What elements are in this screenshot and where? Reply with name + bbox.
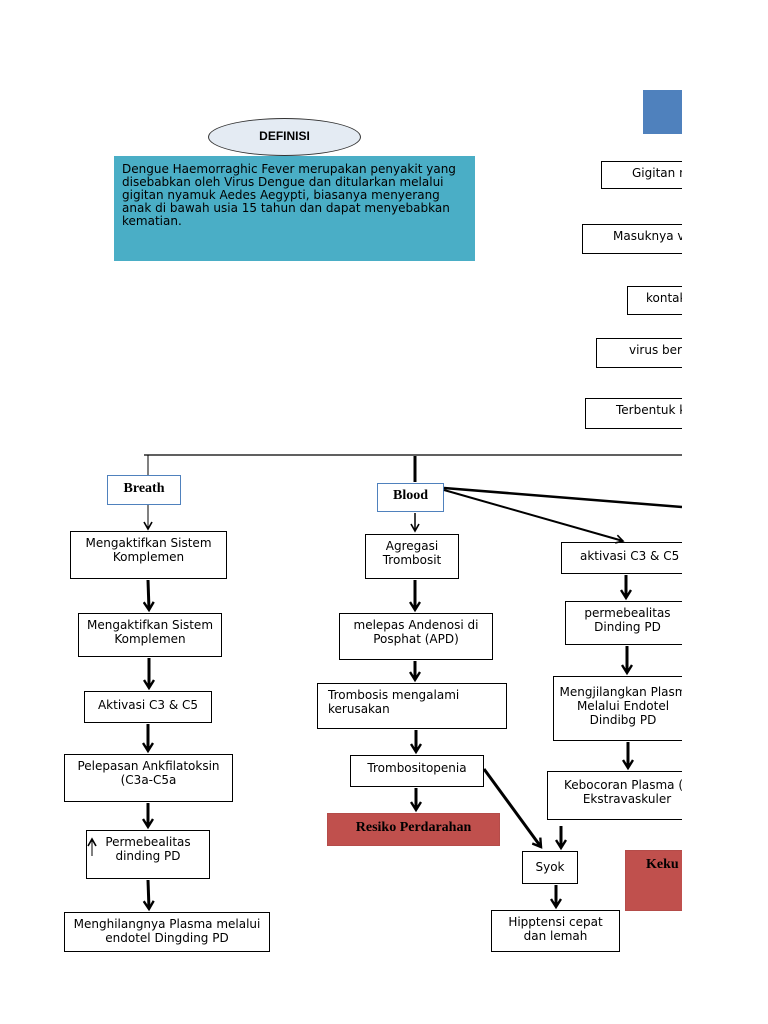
pathway-step-entry: Masuknya vi <box>582 224 682 254</box>
complement-step-3: Mengjilangkan Plasm Melalui Endotel Dind… <box>553 676 682 741</box>
blood-to-complement <box>443 489 625 544</box>
shock-arrow <box>482 768 541 847</box>
breath-step-6: Menghilangnya Plasma melalui endotel Din… <box>64 912 270 952</box>
blood-step-2: melepas Andenosi di Posphat (APD) <box>339 613 493 660</box>
risk-bleeding-box: Resiko Perdarahan <box>327 813 500 846</box>
blood-step-4: Trombositopenia <box>350 755 484 787</box>
shock-result-box: Hipptensi cepat dan lemah <box>491 910 620 952</box>
pathway-step-bite: Gigitan n <box>601 161 682 189</box>
blood-step-3: Trombosis mengalami kerusakan <box>317 683 507 729</box>
definition-title: DEFINISI <box>208 118 361 156</box>
breath-arrow-6 <box>148 879 149 909</box>
complement-step-4: Kebocoran Plasma (k Ekstravaskuler <box>547 771 682 820</box>
breath-step-1: Mengaktifkan Sistem Komplemen <box>70 531 227 579</box>
definition-text: Dengue Haemorraghic Fever merupakan peny… <box>114 156 475 261</box>
blood-to-right <box>443 486 682 509</box>
complement-outcome-box: Keku <box>625 850 682 911</box>
diagram-canvas: DEFINISI Dengue Haemorraghic Fever merup… <box>64 90 682 1024</box>
complement-step-1: aktivasi C3 & C5 <box>561 542 682 574</box>
breath-header: Breath <box>107 475 181 505</box>
pathway-step-contact: kontak <box>627 286 682 315</box>
header-square <box>643 90 682 134</box>
complement-step-2: permebealitas Dinding PD <box>565 601 682 645</box>
breath-step-2: Mengaktifkan Sistem Komplemen <box>78 613 222 657</box>
breath-step-4: Pelepasan Ankfilatoksin (C3a-C5a <box>64 754 233 802</box>
breath-step-5: Permebealitas dinding PD <box>86 830 210 879</box>
pathway-step-formed: Terbentuk k <box>585 398 682 429</box>
connector-lines <box>87 454 682 1024</box>
breath-arrow-2 <box>148 579 149 610</box>
blood-step-1: Agregasi Trombosit <box>365 534 459 579</box>
pathway-step-virus: virus bere <box>596 338 682 368</box>
shock-box: Syok <box>522 851 578 884</box>
blood-header: Blood <box>377 483 444 512</box>
breath-step-3: Aktivasi C3 & C5 <box>84 691 212 723</box>
